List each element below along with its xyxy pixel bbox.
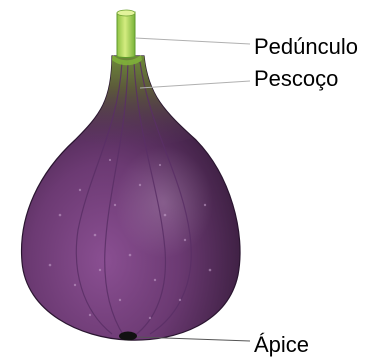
label-neck: Pescoço bbox=[254, 66, 338, 91]
apex-dot bbox=[119, 332, 137, 341]
label-apex: Ápice bbox=[254, 332, 309, 357]
neck-leader-line bbox=[140, 81, 250, 88]
stem-cut bbox=[117, 10, 135, 16]
stem-leader-line bbox=[135, 38, 250, 44]
fig-stem bbox=[117, 12, 135, 58]
label-stem: Pedúnculo bbox=[254, 34, 358, 59]
